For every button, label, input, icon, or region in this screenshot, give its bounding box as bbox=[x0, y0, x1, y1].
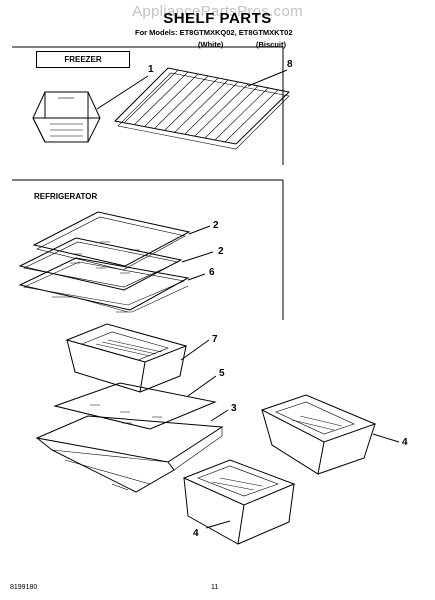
callout-4b: 4 bbox=[193, 528, 199, 539]
callout-6: 6 bbox=[209, 267, 215, 278]
variant-biscuit: (Biscuit) bbox=[256, 40, 286, 49]
callout-2a: 2 bbox=[213, 220, 219, 231]
freezer-section-label: FREEZER bbox=[36, 51, 130, 68]
callout-1: 1 bbox=[148, 64, 154, 75]
leader-line-4a bbox=[372, 433, 400, 443]
shelf-frame-part-3 bbox=[35, 415, 224, 493]
leader-line-4b bbox=[205, 520, 231, 529]
models-line: For Models: ET8GTMXKQ02, ET8GTMXKT02 bbox=[135, 28, 293, 37]
leader-line-2a bbox=[188, 225, 211, 235]
leader-line-6 bbox=[187, 273, 206, 281]
glass-panel-part-2-lower bbox=[18, 237, 183, 291]
callout-5: 5 bbox=[219, 368, 225, 379]
callout-2b: 2 bbox=[218, 246, 224, 257]
crisper-drawer-part-7 bbox=[65, 323, 188, 393]
glass-panel-part-5 bbox=[53, 382, 217, 430]
shelf-frame-part-6 bbox=[18, 257, 190, 313]
leader-line-8 bbox=[247, 69, 288, 87]
page-number: 11 bbox=[211, 584, 219, 591]
leader-line-1 bbox=[96, 75, 149, 110]
variant-white: (White) bbox=[198, 40, 224, 49]
document-number: 8199180 bbox=[10, 584, 38, 591]
callout-3: 3 bbox=[231, 403, 237, 414]
callout-8: 8 bbox=[287, 59, 293, 70]
leader-line-3 bbox=[210, 409, 229, 422]
crisper-drawer-part-4-right bbox=[260, 394, 377, 475]
glass-shelf-part-2-upper bbox=[32, 211, 191, 271]
callout-7: 7 bbox=[212, 334, 218, 345]
wire-shelf-part-8 bbox=[113, 67, 291, 150]
leader-line-2b bbox=[181, 251, 214, 263]
leader-line-7 bbox=[180, 339, 210, 361]
freezer-section-divider bbox=[12, 46, 284, 320]
leader-line-5 bbox=[187, 375, 217, 397]
crisper-drawer-part-4-lower bbox=[182, 459, 296, 545]
freezer-basket-part-1 bbox=[32, 91, 101, 143]
watermark: AppliancePartsPros.com bbox=[132, 3, 303, 20]
refrigerator-section-label: REFRIGERATOR bbox=[34, 192, 98, 201]
callout-4a: 4 bbox=[402, 437, 408, 448]
page-title: SHELF PARTS bbox=[163, 10, 272, 27]
